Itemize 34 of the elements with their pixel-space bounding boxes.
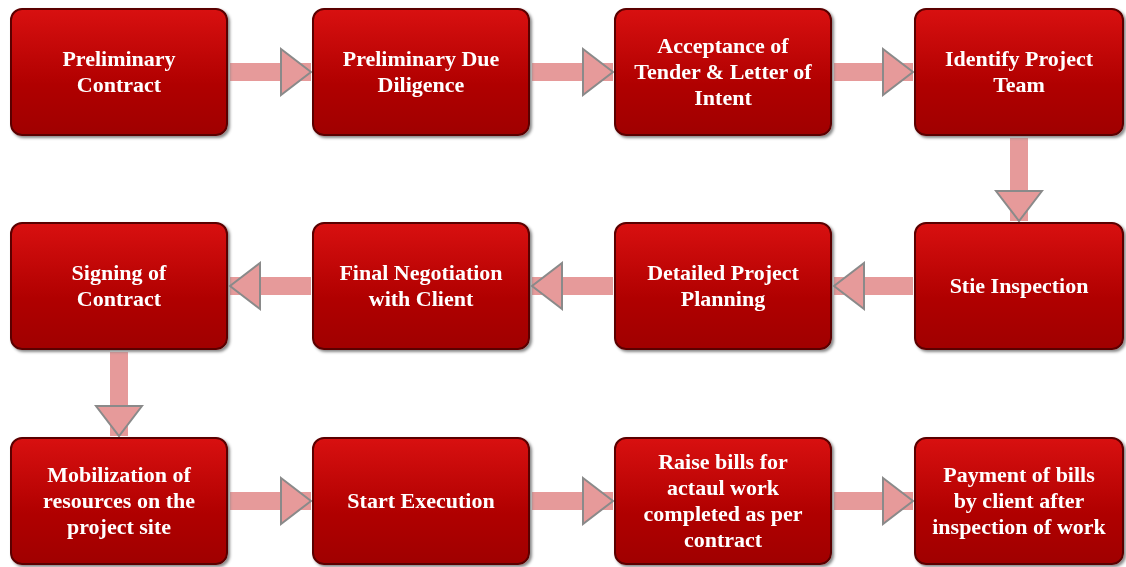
process-box (914, 222, 1124, 350)
block-arrow (834, 48, 914, 96)
process-box (312, 222, 530, 350)
step-label: Mobilization of resources on the project site (42, 462, 196, 540)
process-box (312, 437, 530, 565)
process-box (614, 437, 832, 565)
block-arrow (230, 48, 312, 96)
step-label: Raise bills for actaul work completed as per contract (642, 449, 804, 553)
process-box (914, 8, 1124, 136)
step-label: Stie Inspection (948, 273, 1090, 299)
step-label: Payment of bills by client after inspection of work (931, 462, 1107, 540)
step-label: Preliminary Due Diligence (341, 46, 501, 98)
block-arrow (834, 477, 914, 525)
process-box (614, 222, 832, 350)
block-arrow (229, 262, 311, 310)
process-box (614, 8, 832, 136)
block-arrow (531, 262, 613, 310)
block-arrow (532, 477, 614, 525)
block-arrow (833, 262, 913, 310)
block-arrow (995, 138, 1043, 222)
step-label: Start Execution (346, 488, 496, 514)
process-box (10, 8, 228, 136)
process-box (10, 437, 228, 565)
step-label: Identify Project Team (943, 46, 1095, 98)
step-label: Detailed Project Planning (646, 260, 800, 312)
block-arrow (532, 48, 614, 96)
process-box (914, 437, 1124, 565)
step-label: Acceptance of Tender & Letter of Intent (633, 33, 813, 111)
process-box (312, 8, 530, 136)
step-label: Final Negotiation with Client (338, 260, 504, 312)
step-label: Preliminary Contract (61, 46, 177, 98)
process-box (10, 222, 228, 350)
step-label: Signing of Contract (70, 260, 168, 312)
block-arrow (230, 477, 312, 525)
